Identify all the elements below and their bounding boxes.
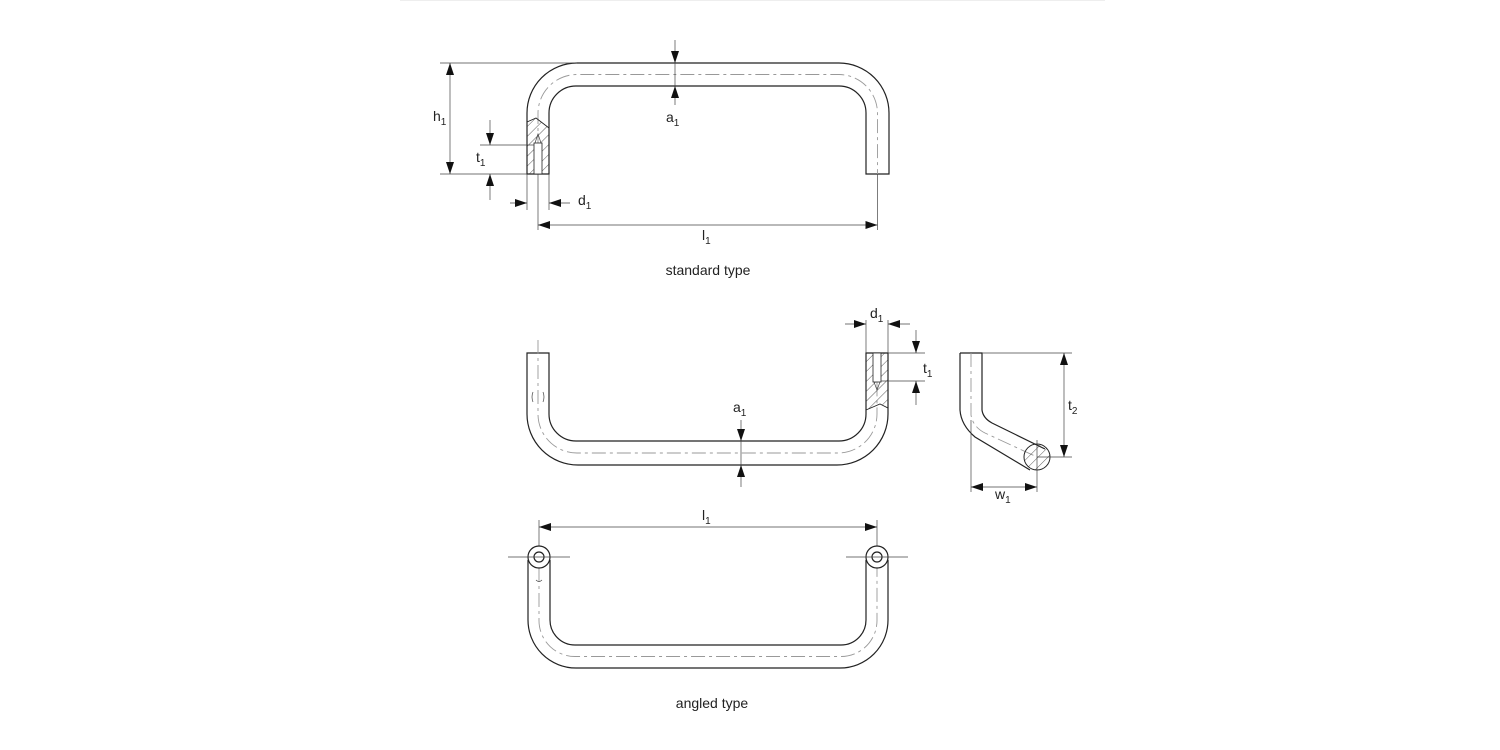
standard-type-view: h1 t1 d1 a1 l1 standard type	[433, 40, 890, 278]
label-d1: d1	[578, 192, 592, 212]
label-a1: a1	[666, 109, 680, 129]
angled-type-front-view: d1 t1 a1	[526, 305, 933, 487]
label-t2: t2	[1068, 397, 1078, 417]
label-a1-angled: a1	[733, 399, 747, 419]
label-t1-angled: t1	[923, 360, 933, 380]
caption-standard-type: standard type	[666, 262, 751, 278]
angled-type-side-view: t2 w1	[959, 352, 1078, 506]
label-d1-angled: d1	[870, 305, 884, 325]
label-t1: t1	[476, 149, 486, 169]
label-w1: w1	[994, 486, 1011, 506]
label-l1: l1	[702, 227, 711, 247]
thread-hole	[533, 142, 543, 175]
label-l1-angled: l1	[702, 507, 711, 527]
angled-type-top-view: l1 angled type	[508, 507, 908, 711]
caption-angled-type: angled type	[676, 695, 749, 711]
label-h1: h1	[433, 108, 447, 128]
